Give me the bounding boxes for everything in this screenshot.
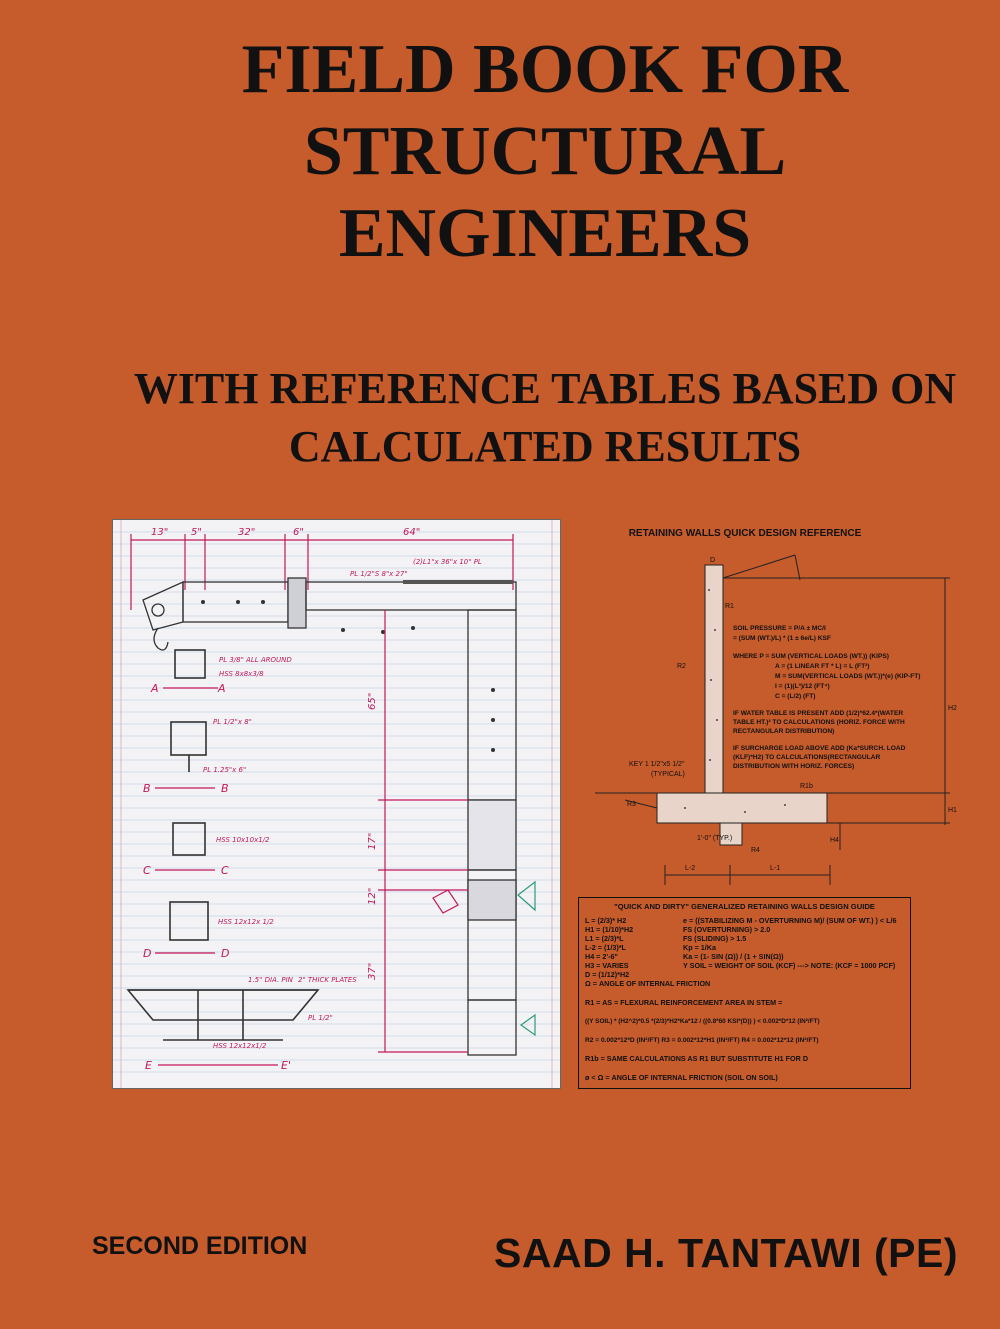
eq-12: DISTRIBUTION WITH HORIZ. FORCES) (733, 763, 854, 770)
edition-label: SECOND EDITION (92, 1232, 308, 1260)
label-l2: L-2 (685, 865, 695, 872)
note-pl-8: PL 1/2"x 8" (213, 718, 252, 726)
guide-left-3: L-2 = (1/3)*L (585, 943, 626, 952)
guide-right-5: Y SOIL = WEIGHT OF SOIL (KCF) ---> NOTE:… (683, 961, 896, 970)
eq-8: TABLE HT.)² TO CALCULATIONS (HORIZ. FORC… (733, 719, 905, 726)
dim-37: 37" (367, 963, 378, 980)
eq-9: RECTANGULAR DISTRIBUTION) (733, 728, 834, 735)
dim-17: 17" (367, 833, 378, 850)
eq-11: (KLF)*H2) TO CALCULATIONS(RECTANGULAR (733, 754, 880, 761)
crane-sketch-drawing: 13" 5" 32" 6" 64" (113, 520, 560, 1088)
design-guide-box: "QUICK AND DIRTY" GENERALIZED RETAINING … (578, 897, 911, 1089)
guide-right-4: Ka = (1- SIN (Ω)) / (1 + SIN(Ω)) (683, 952, 784, 961)
dim-6: 6" (293, 527, 304, 538)
title-line-2: STRUCTURAL (303, 113, 787, 190)
note-pin: 1.5" DIA. PIN (248, 976, 294, 984)
guide-left-2: L1 = (2/3)*L (585, 934, 624, 943)
note-pl-125: PL 1.25"x 6" (203, 766, 246, 774)
guide-line-3: R1b = SAME CALCULATIONS AS R1 BUT SUBSTI… (585, 1054, 809, 1063)
label-r2: R2 (677, 663, 686, 670)
label-h1: H1 (948, 807, 957, 814)
label-typ: 1'-0" (TYP.) (697, 835, 732, 842)
section-label-a2: A (217, 682, 226, 695)
subtitle-line-1: WITH REFERENCE TABLES BASED ON (133, 364, 957, 413)
section-label-c1: C (143, 864, 151, 877)
title-line-1: FIELD BOOK FOR (241, 31, 849, 108)
note-pl-boom: PL 1/2"S 8"x 27" (350, 570, 408, 578)
guide-line-2: R2 = 0.002*12*D (IN²/FT) R3 = 0.002*12*H… (585, 1037, 819, 1044)
title-line-3: ENGINEERS (338, 195, 752, 272)
label-r3: R3 (627, 801, 636, 808)
dim-13: 13" (151, 527, 168, 538)
author-name: SAAD H. TANTAWI (PE) (494, 1230, 959, 1276)
eq-5: I = (1)(L³)/12 (FT⁴) (775, 683, 830, 690)
section-label-b1: B (143, 782, 151, 795)
eq-0: SOIL PRESSURE = P/A ± MC/I (733, 625, 826, 632)
guide-left-4: H4 = 2'-6" (585, 952, 618, 961)
label-h4: H4 (830, 837, 839, 844)
note-hss-8: HSS 8x8x3/8 (219, 670, 264, 678)
label-key2: (TYPICAL) (651, 771, 685, 778)
note-hss-12b: HSS 12x12x1/2 (213, 1042, 267, 1050)
label-key: KEY 1 1/2"x5 1/2" (629, 761, 685, 768)
note-hss-12: HSS 12x12x 1/2 (218, 918, 274, 926)
eq-7: IF WATER TABLE IS PRESENT ADD (1/2)*62.4… (733, 710, 903, 717)
eq-3: A = (1 LINEAR FT * L) = L (FT²) (775, 663, 870, 670)
section-label-b2: B (221, 782, 229, 795)
note-pl-around: PL 3/8" ALL AROUND (219, 656, 292, 664)
subtitle-line-2: CALCULATED RESULTS (288, 422, 802, 471)
eq-10: IF SURCHARGE LOAD ABOVE ADD (Ka*SURCH. L… (733, 745, 906, 752)
section-label-e1: E (145, 1059, 152, 1072)
section-label-d1: D (143, 947, 151, 960)
section-label-e2: E' (281, 1059, 291, 1072)
note-thick-plates: 2" THICK PLATES (298, 976, 357, 984)
section-label-c2: C (221, 864, 229, 877)
label-d: D (710, 557, 715, 564)
guide-right-0: e = ((STABILIZING M - OVERTURNING M)/ (S… (683, 916, 897, 925)
guide-right-3: Kp = 1/Ka (683, 943, 716, 952)
guide-line-1: ((Y SOIL) * (H2^2)*0.5 *(2/3)*H2*Ka*12 /… (585, 1018, 820, 1025)
retaining-wall-drawing: R1 R2 R1b R3 R4 D H1 H2 H4 L-2 L-1 1'-0"… (595, 554, 957, 885)
dim-64: 64" (403, 527, 420, 538)
guide-right-2: FS (SLIDING) > 1.5 (683, 934, 747, 943)
guide-title: "QUICK AND DIRTY" GENERALIZED RETAINING … (614, 902, 875, 911)
section-label-d2: D (221, 947, 229, 960)
guide-line-0: R1 = AS = FLEXURAL REINFORCEMENT AREA IN… (585, 998, 783, 1007)
crane-sketch-panel: 13" 5" 32" 6" 64" (112, 519, 561, 1089)
note-plates: (2)L1"x 36"x 10" PL (413, 558, 482, 566)
label-r4: R4 (751, 847, 760, 854)
section-label-a1: A (150, 682, 159, 695)
guide-right-1: FS (OVERTURNING) > 2.0 (683, 925, 771, 934)
guide-left-7: Ω = ANGLE OF INTERNAL FRICTION (585, 979, 711, 988)
eq-2: WHERE P = SUM (VERTICAL LOADS (WT.)) (KI… (733, 653, 889, 660)
label-r1b: R1b (800, 783, 813, 790)
guide-left-6: D = (1/12)*H2 (585, 970, 630, 979)
eq-4: M = SUM(VERTICAL LOADS (WT.))*(e) (KIP-F… (775, 673, 920, 680)
dim-12: 12" (367, 888, 378, 905)
dim-65: 65" (367, 693, 378, 710)
note-hss-10: HSS 10x10x1/2 (216, 836, 270, 844)
guide-left-5: H3 = VARIES (585, 961, 629, 970)
dim-5: 5" (191, 527, 202, 538)
retaining-wall-ref-title: RETAINING WALLS QUICK DESIGN REFERENCE (628, 528, 862, 539)
note-pl-half: PL 1/2" (308, 1014, 333, 1022)
label-h2: H2 (948, 705, 957, 712)
eq-6: C = (L/2) (FT) (775, 693, 815, 700)
label-l1: L-1 (770, 865, 780, 872)
guide-left-0: L = (2/3)* H2 (585, 916, 627, 925)
dim-32: 32" (238, 527, 255, 538)
guide-left-1: H1 = (1/10)*H2 (585, 925, 634, 934)
guide-line-4: ø < Ω = ANGLE OF INTERNAL FRICTION (SOIL… (585, 1073, 778, 1082)
label-r1: R1 (725, 603, 734, 610)
eq-1: = (SUM (WT.)/L) * (1 ± 6e/L) KSF (733, 635, 831, 642)
